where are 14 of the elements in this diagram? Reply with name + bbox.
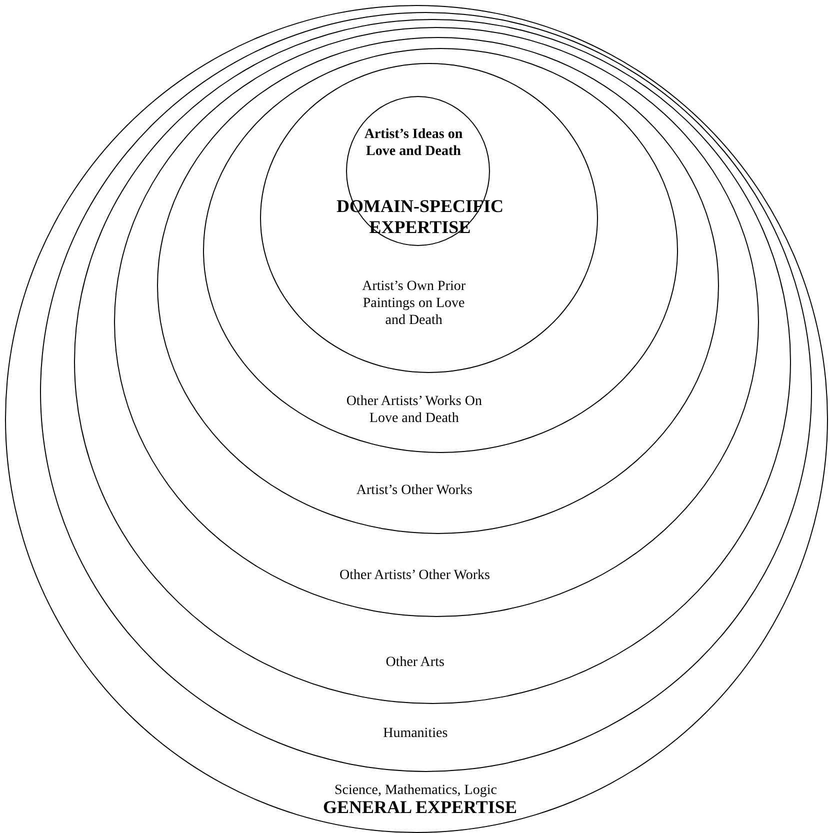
- nested-circle: [74, 19, 792, 704]
- nested-circle: [203, 48, 678, 454]
- nested-circle: [260, 63, 598, 374]
- ring-label: Artist’s Own Prior Paintings on Love and Death: [361, 278, 467, 329]
- ring-label: Other Artists’ Works On Love and Death: [345, 393, 483, 428]
- ring-label: Science, Mathematics, Logic: [333, 782, 498, 799]
- nested-circle: [114, 27, 760, 618]
- ring-label: Artist’s Other Works: [355, 482, 474, 500]
- nested-circle: [156, 36, 719, 534]
- ring-label: Artist’s Ideas on Love and Death: [363, 126, 464, 160]
- ring-label: Other Artists’ Other Works: [338, 566, 491, 584]
- ring-label: Humanities: [382, 725, 449, 742]
- ring-label: Other Arts: [384, 654, 446, 672]
- section-heading: GENERAL EXPERTISE: [322, 797, 518, 818]
